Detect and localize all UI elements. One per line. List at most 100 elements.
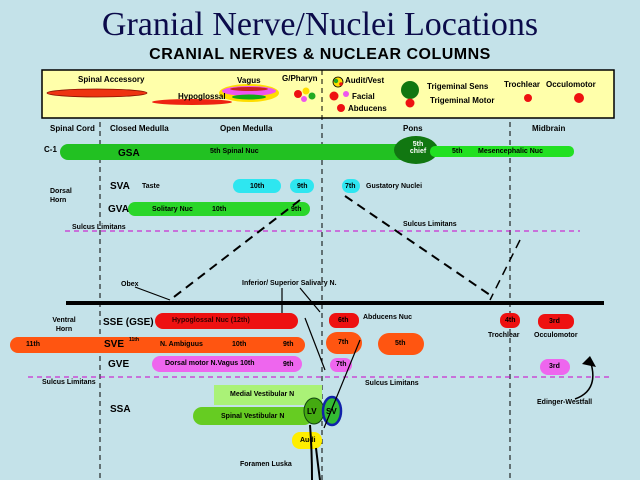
sva-9th-label: 9th (297, 183, 308, 190)
ssa-spinal-bar (193, 407, 313, 425)
trochlear-shape (524, 94, 532, 102)
gve-9th-bar (279, 358, 299, 372)
c1-label: C-1 (44, 145, 57, 154)
gsa-spinal-bar (60, 144, 410, 160)
lv-label: LV (307, 407, 317, 416)
sve-5th-bar (378, 333, 424, 355)
audi-label: Audi (300, 437, 316, 444)
legend-spinal-accessory: Spinal Accessory (78, 75, 145, 84)
oculomotor-label: Occulomotor (534, 332, 578, 339)
region-spinal-cord: Spinal Cord (50, 124, 95, 133)
sve-10th-label: 10th (232, 341, 247, 348)
solitary-label: Solitary Nuc (152, 206, 193, 213)
gustatory-label: Gustatory Nuclei (366, 183, 423, 190)
region-pons: Pons (403, 124, 423, 133)
sse-3rd-label: 3rd (549, 318, 560, 325)
ssa-audi-bar (292, 432, 322, 449)
legend-trochlear: Trochlear (504, 80, 541, 89)
foramen-label: Foramen Luska (240, 461, 292, 468)
spinal-nuc-label: 5th Spinal Nuc (210, 148, 259, 155)
sve-label: SVE (104, 339, 125, 350)
glossopharyngeal-shape (294, 90, 302, 98)
sva-label: SVA (110, 181, 130, 192)
gve-7th-bar (330, 358, 352, 372)
legend-hypoglossal: Hypoglossal (178, 92, 226, 101)
sva-10th-label: 10th (250, 183, 265, 190)
legend-facial: Facial (352, 92, 375, 101)
dorsal-motor-label: Dorsal motor N.Vagus 10th (165, 360, 255, 367)
legend-trigeminal-sens: Trigeminal Sens (427, 82, 489, 91)
gva-10th-label: 10th (212, 206, 227, 213)
medial-vest-label: Medial Vestibular N (230, 391, 295, 398)
region-closed-medulla: Closed Medulla (110, 124, 169, 133)
upper-sulcus-left-label: Sulcus Limitans (72, 224, 126, 231)
spinal-accessory-shape (46, 88, 148, 98)
region-open-medulla: Open Medulla (220, 124, 273, 133)
hypoglossal-shape (152, 99, 232, 105)
legend-vagus: Vagus (237, 76, 261, 85)
sve-7th-label: 7th (338, 339, 349, 346)
region-midbrain: Midbrain (532, 124, 566, 133)
oculomotor-shape (574, 93, 584, 103)
sva-7th-label: 7th (345, 183, 356, 190)
sve-9th-label: 9th (283, 341, 294, 348)
obex-label: Obex (121, 281, 139, 288)
sva-7th-bar (342, 179, 360, 193)
ssa-medial-bar (214, 385, 322, 405)
gve-3rd-bar (540, 359, 570, 375)
facial-shape (329, 91, 339, 101)
sva-9th-bar (290, 179, 314, 193)
spinal-vest-label: Spinal Vestibular N (221, 413, 285, 420)
legend-audit-vest: Audit/Vest (345, 76, 385, 85)
trochlear-label: Trochlear (488, 332, 520, 339)
hypoglossal-nuc-label: Hypoglossal Nuc (12th) (172, 317, 250, 324)
gva-9th-label: 9th (291, 206, 302, 213)
page-subtitle: CRANIAL NERVES & NUCLEAR COLUMNS (149, 46, 491, 63)
gve-7th-label: 7th (336, 361, 347, 368)
sv-label: SV (326, 407, 337, 416)
lower-sulcus-right-label: Sulcus Limitans (365, 380, 419, 387)
ambiguus-label: N. Ambiguus (160, 341, 203, 348)
sve-sup-label: 11th (129, 337, 140, 343)
legend-trigeminal-motor: Trigeminal Motor (430, 96, 495, 105)
sva-10th-bar (233, 179, 281, 193)
ventral-horn-label: Ventral Horn (52, 317, 76, 333)
gsa-5th-label: 5th (452, 148, 463, 155)
sse-label: SSE (GSE) (103, 317, 154, 328)
gva-solitary-bar (128, 202, 310, 216)
gve-9th-label: 9th (283, 361, 294, 368)
gsa-label: GSA (118, 148, 140, 159)
sve-7th-bar (326, 332, 362, 354)
sse-hypoglossal-bar (155, 313, 298, 329)
trigeminal-motor-shape (405, 98, 415, 108)
ssa-label: SSA (110, 404, 131, 415)
chief-label: 5th chief (409, 141, 427, 155)
sve-11th-label: 11th (26, 341, 41, 348)
legend-abducens: Abducens (348, 104, 387, 113)
sse-4th-label: 4th (505, 317, 516, 324)
sve-ambiguus-bar (10, 337, 305, 353)
trigeminal-sens-shape (401, 81, 419, 99)
taste-label: Taste (142, 183, 160, 190)
abducens-shape (337, 104, 345, 112)
salivary-label: Inferior/ Superior Salivary N. (242, 280, 337, 287)
page-title: Granial Nerve/Nuclei Locations (101, 6, 539, 43)
dorsal-horn-label: Dorsal Horn (50, 188, 72, 204)
sve-5th-label: 5th (395, 340, 406, 347)
sse-3rd-bar (538, 314, 574, 329)
gve-3rd-label: 3rd (549, 363, 560, 370)
sse-4th-bar (500, 313, 520, 328)
upper-sulcus-right-label: Sulcus Limitans (403, 221, 457, 228)
legend-oculomotor: Occulomotor (546, 80, 596, 89)
gsa-mesencephalic-bar (430, 146, 574, 157)
abducens-nuc-label: Abducens Nuc (363, 314, 413, 321)
sse-6th-bar (329, 313, 359, 328)
legend-glossopharyngeal: G/Pharyn (282, 74, 318, 83)
edinger-label: Edinger-Westfall (537, 399, 593, 406)
sse-6th-label: 6th (338, 317, 349, 324)
gve-dorsal-bar (152, 356, 302, 372)
gsa-chief-shape (394, 136, 438, 164)
gve-label: GVE (108, 359, 130, 370)
lower-sulcus-left-label: Sulcus Limitans (42, 379, 96, 386)
